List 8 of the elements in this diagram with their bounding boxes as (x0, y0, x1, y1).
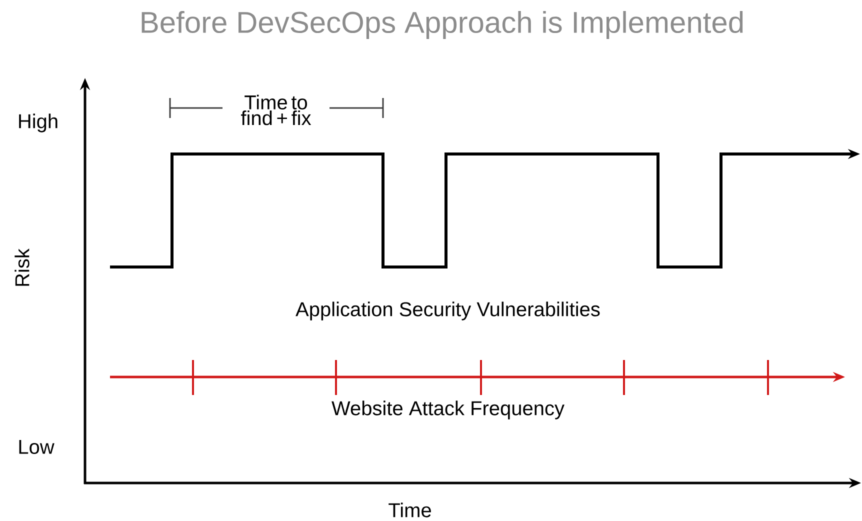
bracket-label: Time to find + fix (222, 94, 330, 126)
axis-label: Risk (14, 248, 30, 286)
axis-label: Time (388, 502, 431, 518)
series-label: Application Security Vulnerabilities (296, 302, 600, 320)
title: Before DevSecOps Approach is Implemented (142, 11, 743, 39)
axis-label: High (19, 114, 58, 132)
series-label: Website Attack Frequency (332, 400, 564, 420)
axis-label: Low (19, 440, 54, 454)
